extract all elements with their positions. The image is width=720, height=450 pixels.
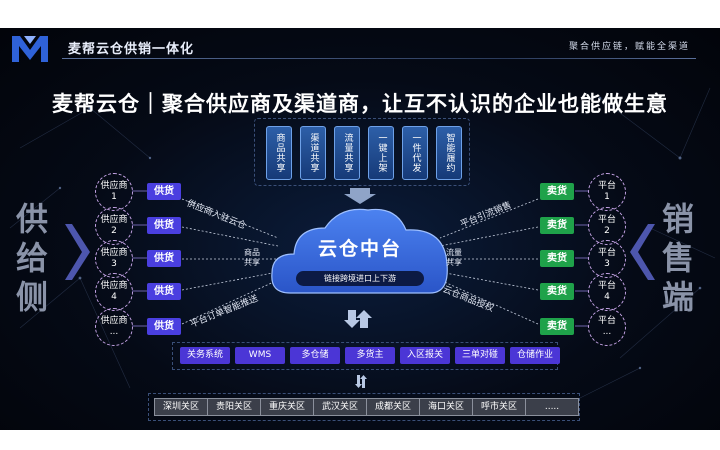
- m-shield-logo: [12, 36, 48, 62]
- supply-tag-1: 供货: [147, 183, 181, 200]
- feature-traffic-sharing: 流量共享: [334, 126, 360, 180]
- sell-tag-3: 卖货: [540, 250, 574, 267]
- cloud-platform-title: 云仓中台: [317, 238, 402, 260]
- customs-hohhot: 呼市关区: [472, 398, 526, 416]
- customs-wuhan: 武汉关区: [313, 398, 367, 416]
- platform-node-4: 平台 4: [588, 273, 626, 311]
- feature-goods-sharing: 商品共享: [266, 126, 292, 180]
- supplier-node-more: 供应商 ...: [95, 308, 133, 346]
- feature-channel-sharing: 渠道共享: [300, 126, 326, 180]
- module-wms: WMS: [235, 347, 285, 364]
- module-three-doc-match: 三单对碰: [455, 347, 505, 364]
- sell-tag-2: 卖货: [540, 217, 574, 234]
- module-customs-system: 关务系统: [180, 347, 230, 364]
- header-slogan: 聚合供应链，赋能全渠道: [568, 42, 690, 52]
- feature-smart-fulfillment: 智能履约: [436, 126, 462, 180]
- module-zone-declaration: 入区报关: [400, 347, 450, 364]
- platform-node-1: 平台 1: [588, 173, 626, 211]
- main-title: 麦帮云仓｜聚合供应商及渠道商，让互不认识的企业也能做生意: [52, 92, 668, 116]
- sell-tag-more: 卖货: [540, 318, 574, 335]
- customs-chongqing: 重庆关区: [260, 398, 314, 416]
- sell-tag-4: 卖货: [540, 283, 574, 300]
- supply-tag-more: 供货: [147, 318, 181, 335]
- supplier-node-4: 供应商 4: [95, 273, 133, 311]
- header-divider: [62, 58, 696, 59]
- supplier-node-1: 供应商 1: [95, 173, 133, 211]
- module-multi-warehouse: 多仓储: [290, 347, 340, 364]
- supply-tag-3: 供货: [147, 250, 181, 267]
- feature-one-click-listing: 一键上架: [368, 126, 394, 180]
- features-frame: [254, 118, 470, 186]
- module-multi-owner: 多货主: [345, 347, 395, 364]
- customs-more: .....: [525, 398, 579, 416]
- flow-label-goods-sharing: 商品 共享: [244, 248, 260, 267]
- customs-shenzhen: 深圳关区: [154, 398, 208, 416]
- header-title: 麦帮云仓供销一体化: [68, 42, 195, 57]
- sell-tag-1: 卖货: [540, 183, 574, 200]
- customs-guiyang: 贵阳关区: [207, 398, 261, 416]
- supply-tag-2: 供货: [147, 217, 181, 234]
- module-warehouse-ops: 仓储作业: [510, 347, 560, 364]
- flow-label-traffic-sharing: 流量 共享: [446, 248, 462, 267]
- slide-canvas: 麦帮云仓供销一体化 聚合供应链，赋能全渠道 麦帮云仓｜聚合供应商及渠道商，让互不…: [0, 28, 720, 430]
- sales-side-label: 销售端: [661, 200, 694, 316]
- platform-node-more: 平台 ...: [588, 308, 626, 346]
- supply-tag-4: 供货: [147, 283, 181, 300]
- cloud-platform-subtitle: 链接跨境进口上下游: [296, 271, 424, 286]
- customs-frame: [148, 393, 580, 421]
- customs-haikou: 海口关区: [419, 398, 473, 416]
- customs-chengdu: 成都关区: [366, 398, 420, 416]
- feature-dropshipping: 一件代发: [402, 126, 428, 180]
- supply-side-label: 供给侧: [15, 200, 48, 316]
